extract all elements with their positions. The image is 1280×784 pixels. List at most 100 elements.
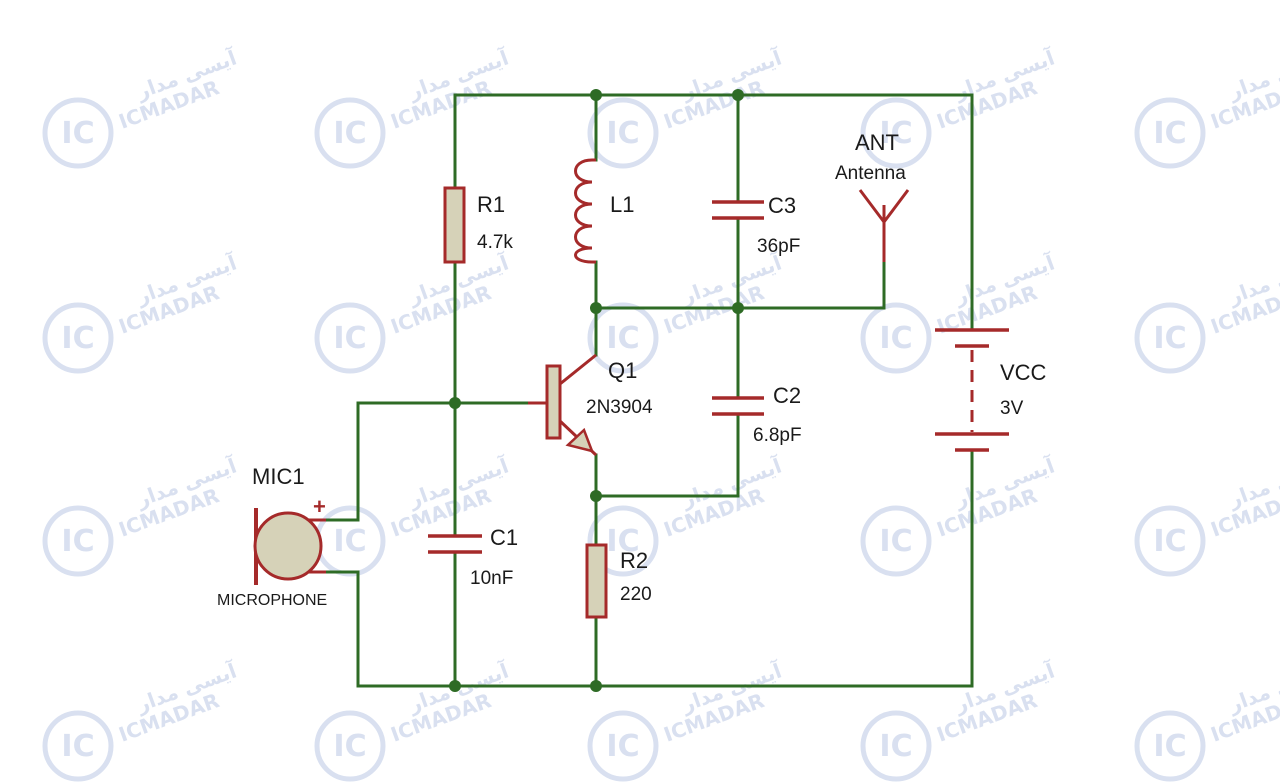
watermark-logo-text: IC	[1153, 321, 1186, 356]
wires	[324, 93, 974, 688]
watermark-logo-text: IC	[61, 116, 94, 151]
junctions	[449, 89, 744, 692]
watermark-logo-text: IC	[1153, 524, 1186, 559]
resistor-r2-body	[585, 543, 608, 619]
mic1-ref-label: MIC1	[252, 464, 305, 489]
watermark-ring	[587, 302, 659, 374]
c3-ref-label: C3	[768, 193, 796, 218]
watermark-ring	[860, 710, 932, 782]
resistor-r2	[585, 543, 608, 619]
junction-dot	[590, 89, 602, 101]
r2-ref-label: R2	[620, 548, 648, 573]
labels: R1 4.7k L1 C3 36pF ANT Antenna Q1 2N3904…	[217, 130, 1047, 609]
wire-top-rail	[453, 93, 974, 332]
wire-collector-node	[594, 260, 886, 310]
watermark-logo-text: IC	[333, 524, 366, 559]
junction-dot	[732, 89, 744, 101]
q1-value-label: 2N3904	[586, 397, 653, 418]
watermark-ring	[42, 710, 114, 782]
watermark-logo-text: IC	[606, 321, 639, 356]
transistor-q1	[528, 353, 598, 457]
ant-value-label: Antenna	[835, 163, 906, 184]
inductor-l1-coil	[574, 158, 596, 264]
watermark-ring	[587, 97, 659, 169]
vcc-ref-label: VCC	[1000, 360, 1047, 385]
q1-ref-label: Q1	[608, 358, 637, 383]
watermark-logo-text: IC	[879, 524, 912, 559]
watermark-ring	[860, 505, 932, 577]
watermark-logo-text: IC	[606, 116, 639, 151]
watermark-logo-text: IC	[333, 729, 366, 764]
antenna-arm-left	[858, 189, 886, 223]
wire-c2-bottom	[594, 412, 740, 498]
watermark-ring	[42, 505, 114, 577]
watermark-ring	[42, 302, 114, 374]
watermark-ring	[314, 302, 386, 374]
watermark-logo-text: IC	[879, 116, 912, 151]
c1-value-label: 10nF	[470, 568, 513, 589]
microphone-mic1	[253, 508, 326, 585]
watermark-ring	[1134, 505, 1206, 577]
watermark-logo-text: IC	[879, 321, 912, 356]
watermark-ring	[587, 710, 659, 782]
microphone-body	[253, 511, 323, 581]
mic1-value-label: MICROPHONE	[217, 592, 327, 609]
watermark-ring	[314, 710, 386, 782]
c2-ref-label: C2	[773, 383, 801, 408]
watermark-ring	[314, 97, 386, 169]
c3-value-label: 36pF	[757, 236, 800, 257]
junction-dot	[449, 680, 461, 692]
inductor-l1	[574, 158, 596, 264]
c1-ref-label: C1	[490, 525, 518, 550]
watermark-ring	[587, 505, 659, 577]
ant-ref-label: ANT	[855, 130, 899, 155]
watermark-ring	[1134, 97, 1206, 169]
watermark-logo-text: IC	[333, 321, 366, 356]
l1-ref-label: L1	[610, 192, 634, 217]
watermark-ring	[860, 302, 932, 374]
watermark-logo-text: IC	[879, 729, 912, 764]
watermark-logo-text: IC	[1153, 116, 1186, 151]
watermark-logo-text: IC	[606, 524, 639, 559]
antenna-ant	[858, 189, 910, 262]
junction-dot	[732, 302, 744, 314]
antenna-arm-right	[882, 189, 910, 223]
watermark-logo-text: IC	[1153, 729, 1186, 764]
watermark-ring	[42, 97, 114, 169]
resistor-r1-body	[443, 186, 466, 264]
watermark-logo-text: IC	[61, 729, 94, 764]
junction-dot	[590, 302, 602, 314]
junction-dot	[590, 490, 602, 502]
r2-value-label: 220	[620, 584, 652, 605]
watermark-logo-text: IC	[333, 116, 366, 151]
watermark-ring	[1134, 302, 1206, 374]
capacitors	[428, 200, 764, 554]
wire-mic-plus	[324, 401, 360, 522]
transistor-base-bar	[545, 364, 562, 440]
watermark-ring	[860, 97, 932, 169]
r1-ref-label: R1	[477, 192, 505, 217]
watermark-logo-text: IC	[61, 524, 94, 559]
watermark-logo-text: IC	[61, 321, 94, 356]
transistor-collector-leg	[559, 353, 597, 386]
wire-bottom-rail	[356, 448, 974, 688]
